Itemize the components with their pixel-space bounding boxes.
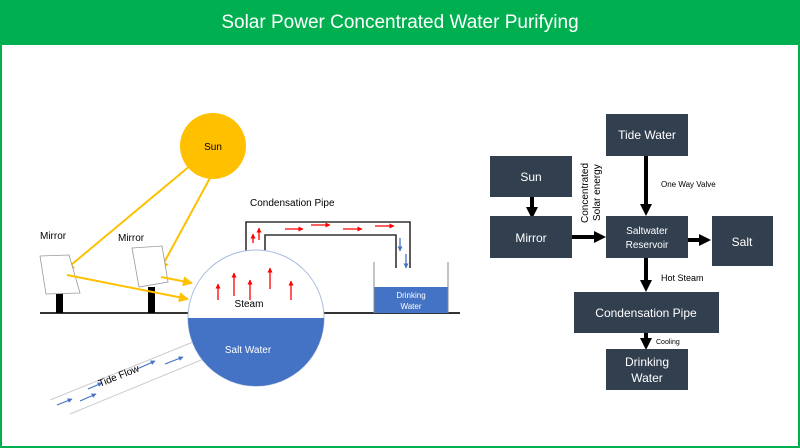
flowchart: Sun Mirror Tide Water Saltwater Reservoi…	[490, 114, 773, 390]
salt-water-label: Salt Water	[225, 345, 272, 356]
reflected-ray-1	[66, 274, 189, 303]
sun-label: Sun	[204, 142, 222, 153]
node-sun-label: Sun	[520, 170, 541, 184]
node-tide-water-label: Tide Water	[618, 128, 676, 142]
sun-icon	[180, 113, 246, 179]
steam-arrows	[215, 267, 294, 300]
water-drip-arrows	[397, 238, 409, 269]
saltwater-reservoir	[187, 249, 325, 387]
reflected-ray-2	[160, 276, 193, 287]
mirror1-stand	[56, 292, 63, 313]
condensation-pipe-label: Condensation Pipe	[250, 198, 335, 209]
node-sun	[490, 156, 572, 197]
edge-label-concentrated: Concentrated	[580, 163, 591, 223]
drinking-water-label-line1: Drinking	[396, 291, 425, 300]
edge-label-cooling: Cooling	[656, 339, 680, 346]
header-bar: Solar Power Concentrated Water Purifying	[0, 0, 800, 45]
node-condensation-pipe	[574, 292, 719, 333]
tide-flow-label: Tide Flow	[97, 363, 142, 390]
mirror1-label: Mirror	[40, 231, 67, 242]
condensation-pipe	[245, 221, 411, 268]
node-mirror	[490, 216, 572, 258]
node-condensation-pipe-label: Condensation Pipe	[595, 306, 697, 320]
illustration: Sun Mirror Mirror Condensation Pipe	[39, 113, 460, 415]
edge-label-solar-energy: Solar energy	[592, 164, 603, 221]
node-drinking-water-line2: Water	[631, 371, 663, 385]
sun-ray-2	[159, 177, 211, 271]
edge-label-hot-steam: Hot Steam	[661, 273, 704, 283]
node-reservoir-label-line1: Saltwater	[626, 226, 668, 237]
node-salt-label: Salt	[732, 235, 753, 249]
page-title: Solar Power Concentrated Water Purifying	[221, 11, 579, 33]
node-tide-water	[606, 114, 688, 156]
sun-ray-1	[64, 164, 192, 271]
node-drinking-water-line1: Drinking	[625, 355, 669, 369]
node-salt	[712, 216, 773, 266]
node-mirror-label: Mirror	[515, 231, 546, 245]
edge-label-one-way-valve: One Way Valve	[661, 180, 716, 189]
mirror2-stand	[148, 287, 155, 313]
drinking-water-label-line2: Water	[400, 302, 421, 311]
node-saltwater-reservoir	[606, 216, 688, 258]
node-drinking-water	[606, 349, 688, 390]
mirror2-icon	[131, 245, 169, 288]
mirror1-icon	[39, 254, 81, 295]
steam-flow-arrows	[250, 222, 395, 243]
tide-flow-channel	[49, 339, 207, 415]
mirror2-label: Mirror	[118, 233, 145, 244]
node-reservoir-label-line2: Reservoir	[626, 240, 669, 251]
drinking-water-tank	[373, 262, 449, 313]
steam-label: Steam	[235, 299, 264, 310]
